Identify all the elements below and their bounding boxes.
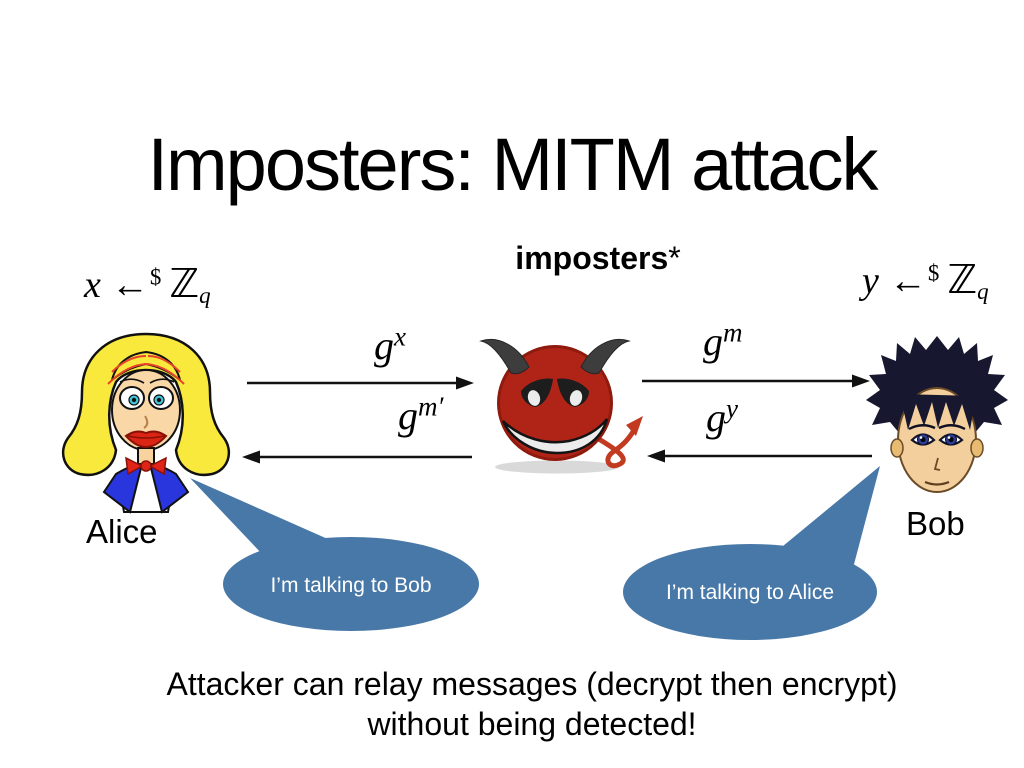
sample-arrow-glyph: ← bbox=[110, 264, 149, 306]
slide-title: Imposters: MITM attack bbox=[147, 122, 878, 206]
alice-name-label: Alice bbox=[86, 513, 158, 550]
bob-bubble-body bbox=[623, 544, 877, 640]
message-label-gy: gy bbox=[706, 395, 738, 440]
g-base: g bbox=[398, 393, 418, 438]
message-label-gx: gx bbox=[374, 323, 406, 368]
conclusion-line-1: Attacker can relay messages (decrypt the… bbox=[166, 666, 898, 702]
bob-speech-bubble: I’m talking to Alice bbox=[623, 466, 880, 640]
alice-bow-tie bbox=[125, 456, 167, 476]
sample-arrow-glyph: ← bbox=[888, 260, 927, 302]
bob-eye-glint-right bbox=[947, 436, 951, 439]
g-base: g bbox=[706, 395, 726, 440]
alice-bubble-body bbox=[223, 537, 479, 631]
alice-secret-math: x←$ ℤq bbox=[84, 261, 211, 307]
alice-bubble-tail bbox=[190, 478, 330, 556]
bob-secret-variable: y bbox=[862, 260, 879, 302]
group-order-subscript: q bbox=[977, 278, 989, 304]
arrow-alice-to-attacker bbox=[247, 376, 474, 390]
bob-secret-math: y←$ ℤq bbox=[862, 257, 989, 303]
devil-horn-right bbox=[580, 339, 631, 375]
arrow-attacker-to-alice bbox=[242, 450, 472, 464]
g-exponent: m′ bbox=[418, 391, 444, 422]
devil-pupil-right bbox=[569, 390, 583, 406]
arrow-attacker-to-bob bbox=[642, 374, 870, 388]
devil-pupil-left bbox=[527, 390, 541, 406]
devil-tail bbox=[594, 427, 637, 469]
bob-mouth bbox=[924, 480, 950, 486]
integers-mod-q-symbol: ℤ bbox=[947, 257, 978, 303]
bob-hair-bangs bbox=[900, 394, 976, 430]
g-exponent: x bbox=[394, 321, 406, 352]
alice-lips bbox=[124, 430, 168, 449]
message-label-gm: gm bbox=[703, 319, 743, 364]
imposters-caption: imposters* bbox=[515, 240, 680, 277]
bob-ear-left bbox=[890, 438, 904, 458]
integers-mod-q-symbol: ℤ bbox=[169, 261, 200, 307]
devil-illustration bbox=[479, 339, 643, 474]
imposters-caption-asterisk: * bbox=[668, 240, 681, 276]
alice-secret-variable: x bbox=[84, 264, 101, 306]
g-base: g bbox=[703, 319, 723, 364]
alice-illustration bbox=[61, 332, 231, 514]
message-label-gm-prime: gm′ bbox=[398, 393, 443, 438]
g-exponent: m bbox=[723, 317, 743, 348]
alice-pupil-right bbox=[156, 397, 162, 403]
arrow-bob-to-attacker bbox=[647, 449, 872, 463]
alice-hair-streaks bbox=[107, 355, 185, 385]
group-order-subscript: q bbox=[199, 282, 211, 308]
conclusion-text: Attacker can relay messages (decrypt the… bbox=[40, 664, 1024, 744]
alice-nose bbox=[143, 415, 149, 429]
bob-nose bbox=[933, 457, 941, 471]
alice-eyebrows bbox=[119, 378, 175, 384]
bob-bubble-text: I’m talking to Alice bbox=[666, 581, 834, 604]
bob-bubble-tail bbox=[783, 466, 880, 568]
devil-face bbox=[497, 345, 613, 461]
random-sample-dollar: $ bbox=[927, 260, 940, 286]
devil-shadow bbox=[495, 460, 619, 474]
alice-bubble-text: I’m talking to Bob bbox=[270, 574, 431, 597]
random-sample-dollar: $ bbox=[149, 264, 162, 290]
bob-ear-right bbox=[970, 438, 984, 458]
g-exponent: y bbox=[726, 393, 738, 424]
bob-illustration bbox=[866, 336, 1008, 493]
bob-eyebrows bbox=[908, 424, 966, 431]
devil-tail-tip bbox=[626, 416, 643, 436]
conclusion-line-2: without being detected! bbox=[367, 706, 697, 742]
g-base: g bbox=[374, 323, 394, 368]
alice-pupil-left bbox=[131, 397, 137, 403]
devil-grin bbox=[501, 418, 609, 455]
alice-lip-line bbox=[127, 435, 165, 439]
bob-name-label: Bob bbox=[906, 505, 965, 542]
imposters-caption-word: imposters bbox=[515, 240, 669, 276]
alice-speech-bubble: I’m talking to Bob bbox=[190, 478, 479, 631]
devil-horn-left bbox=[479, 339, 530, 375]
bob-eye-glint-left bbox=[919, 436, 923, 439]
